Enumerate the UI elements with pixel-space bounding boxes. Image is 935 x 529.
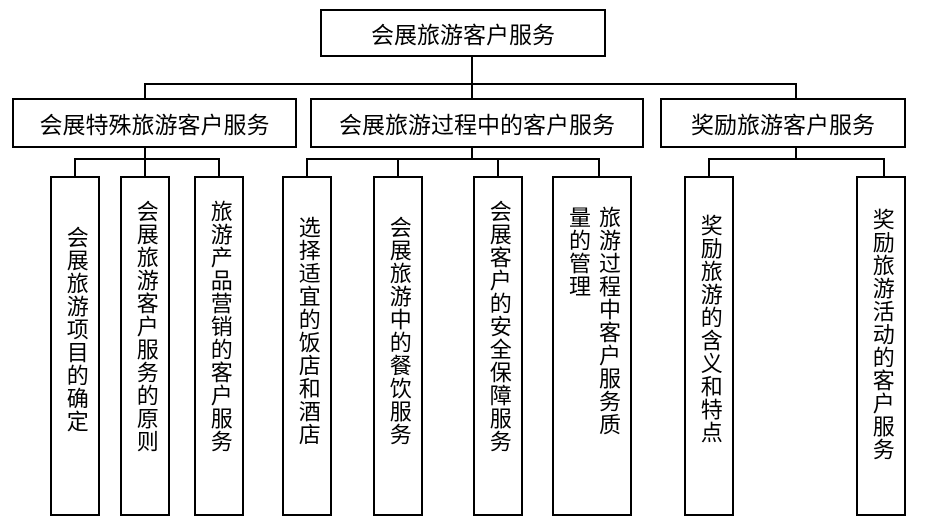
connector-branch2-bar xyxy=(306,158,600,160)
leaf-node-service-principles: 会展旅游客户服务的原则 xyxy=(120,176,170,516)
leaf-node-label: 会展旅游中的餐饮服务 xyxy=(385,216,411,446)
connector-branch1-down xyxy=(144,147,146,159)
branch-node-label: 会展旅游过程中的客户服务 xyxy=(339,113,615,139)
connector-level1-bar xyxy=(144,83,796,85)
leaf-node-label: 会展旅游项目的确定 xyxy=(62,226,88,433)
leaf-node-incentive-activity-service: 奖励旅游活动的客户服务 xyxy=(856,176,906,516)
connector-root-down xyxy=(471,56,473,84)
leaf-node-quality-management: 旅游过程中客户服务质量的管理 xyxy=(552,176,632,516)
connector-branch1-up xyxy=(144,83,146,99)
connector-b3c2 xyxy=(883,158,885,177)
leaf-node-label: 会展旅游客户服务的原则 xyxy=(132,200,158,453)
connector-b1c3 xyxy=(218,158,220,177)
leaf-node-label: 旅游过程中客户服务质量的管理 xyxy=(565,206,620,436)
branch-node-incentive-tourism: 奖励旅游客户服务 xyxy=(660,98,906,148)
root-node-label: 会展旅游客户服务 xyxy=(371,23,555,49)
leaf-node-catering-service: 会展旅游中的餐饮服务 xyxy=(373,176,423,516)
branch-node-label: 会展特殊旅游客户服务 xyxy=(39,113,270,139)
leaf-node-hotel-selection: 选择适宜的饭店和酒店 xyxy=(282,176,332,516)
connector-b2c2 xyxy=(397,158,399,177)
leaf-node-label: 会展客户的安全保障服务 xyxy=(485,200,511,453)
leaf-node-project-determination: 会展旅游项目的确定 xyxy=(50,176,100,516)
leaf-node-product-marketing: 旅游产品营销的客户服务 xyxy=(194,176,244,516)
leaf-node-safety-service: 会展客户的安全保障服务 xyxy=(473,176,523,516)
connector-branch2-up xyxy=(471,83,473,99)
connector-b1c1 xyxy=(74,158,76,177)
leaf-node-label: 奖励旅游活动的客户服务 xyxy=(868,208,894,461)
leaf-node-incentive-definition: 奖励旅游的含义和特点 xyxy=(684,176,734,516)
branch-node-special-tourism: 会展特殊旅游客户服务 xyxy=(12,98,297,148)
connector-b2c1 xyxy=(306,158,308,177)
connector-branch3-bar xyxy=(708,158,885,160)
connector-branch1-bar xyxy=(74,158,220,160)
connector-b2c4 xyxy=(598,158,600,177)
branch-node-in-process: 会展旅游过程中的客户服务 xyxy=(310,98,644,148)
root-node: 会展旅游客户服务 xyxy=(320,9,606,57)
connector-b3c1 xyxy=(708,158,710,177)
connector-branch3-down xyxy=(795,147,797,159)
leaf-node-label: 选择适宜的饭店和酒店 xyxy=(294,216,320,446)
branch-node-label: 奖励旅游客户服务 xyxy=(691,113,875,139)
leaf-node-label: 旅游产品营销的客户服务 xyxy=(206,200,232,453)
connector-b1c2 xyxy=(144,158,146,177)
connector-b2c3 xyxy=(497,158,499,177)
leaf-node-label: 奖励旅游的含义和特点 xyxy=(696,214,722,444)
connector-branch3-up xyxy=(795,83,797,99)
connector-branch2-down xyxy=(471,147,473,159)
